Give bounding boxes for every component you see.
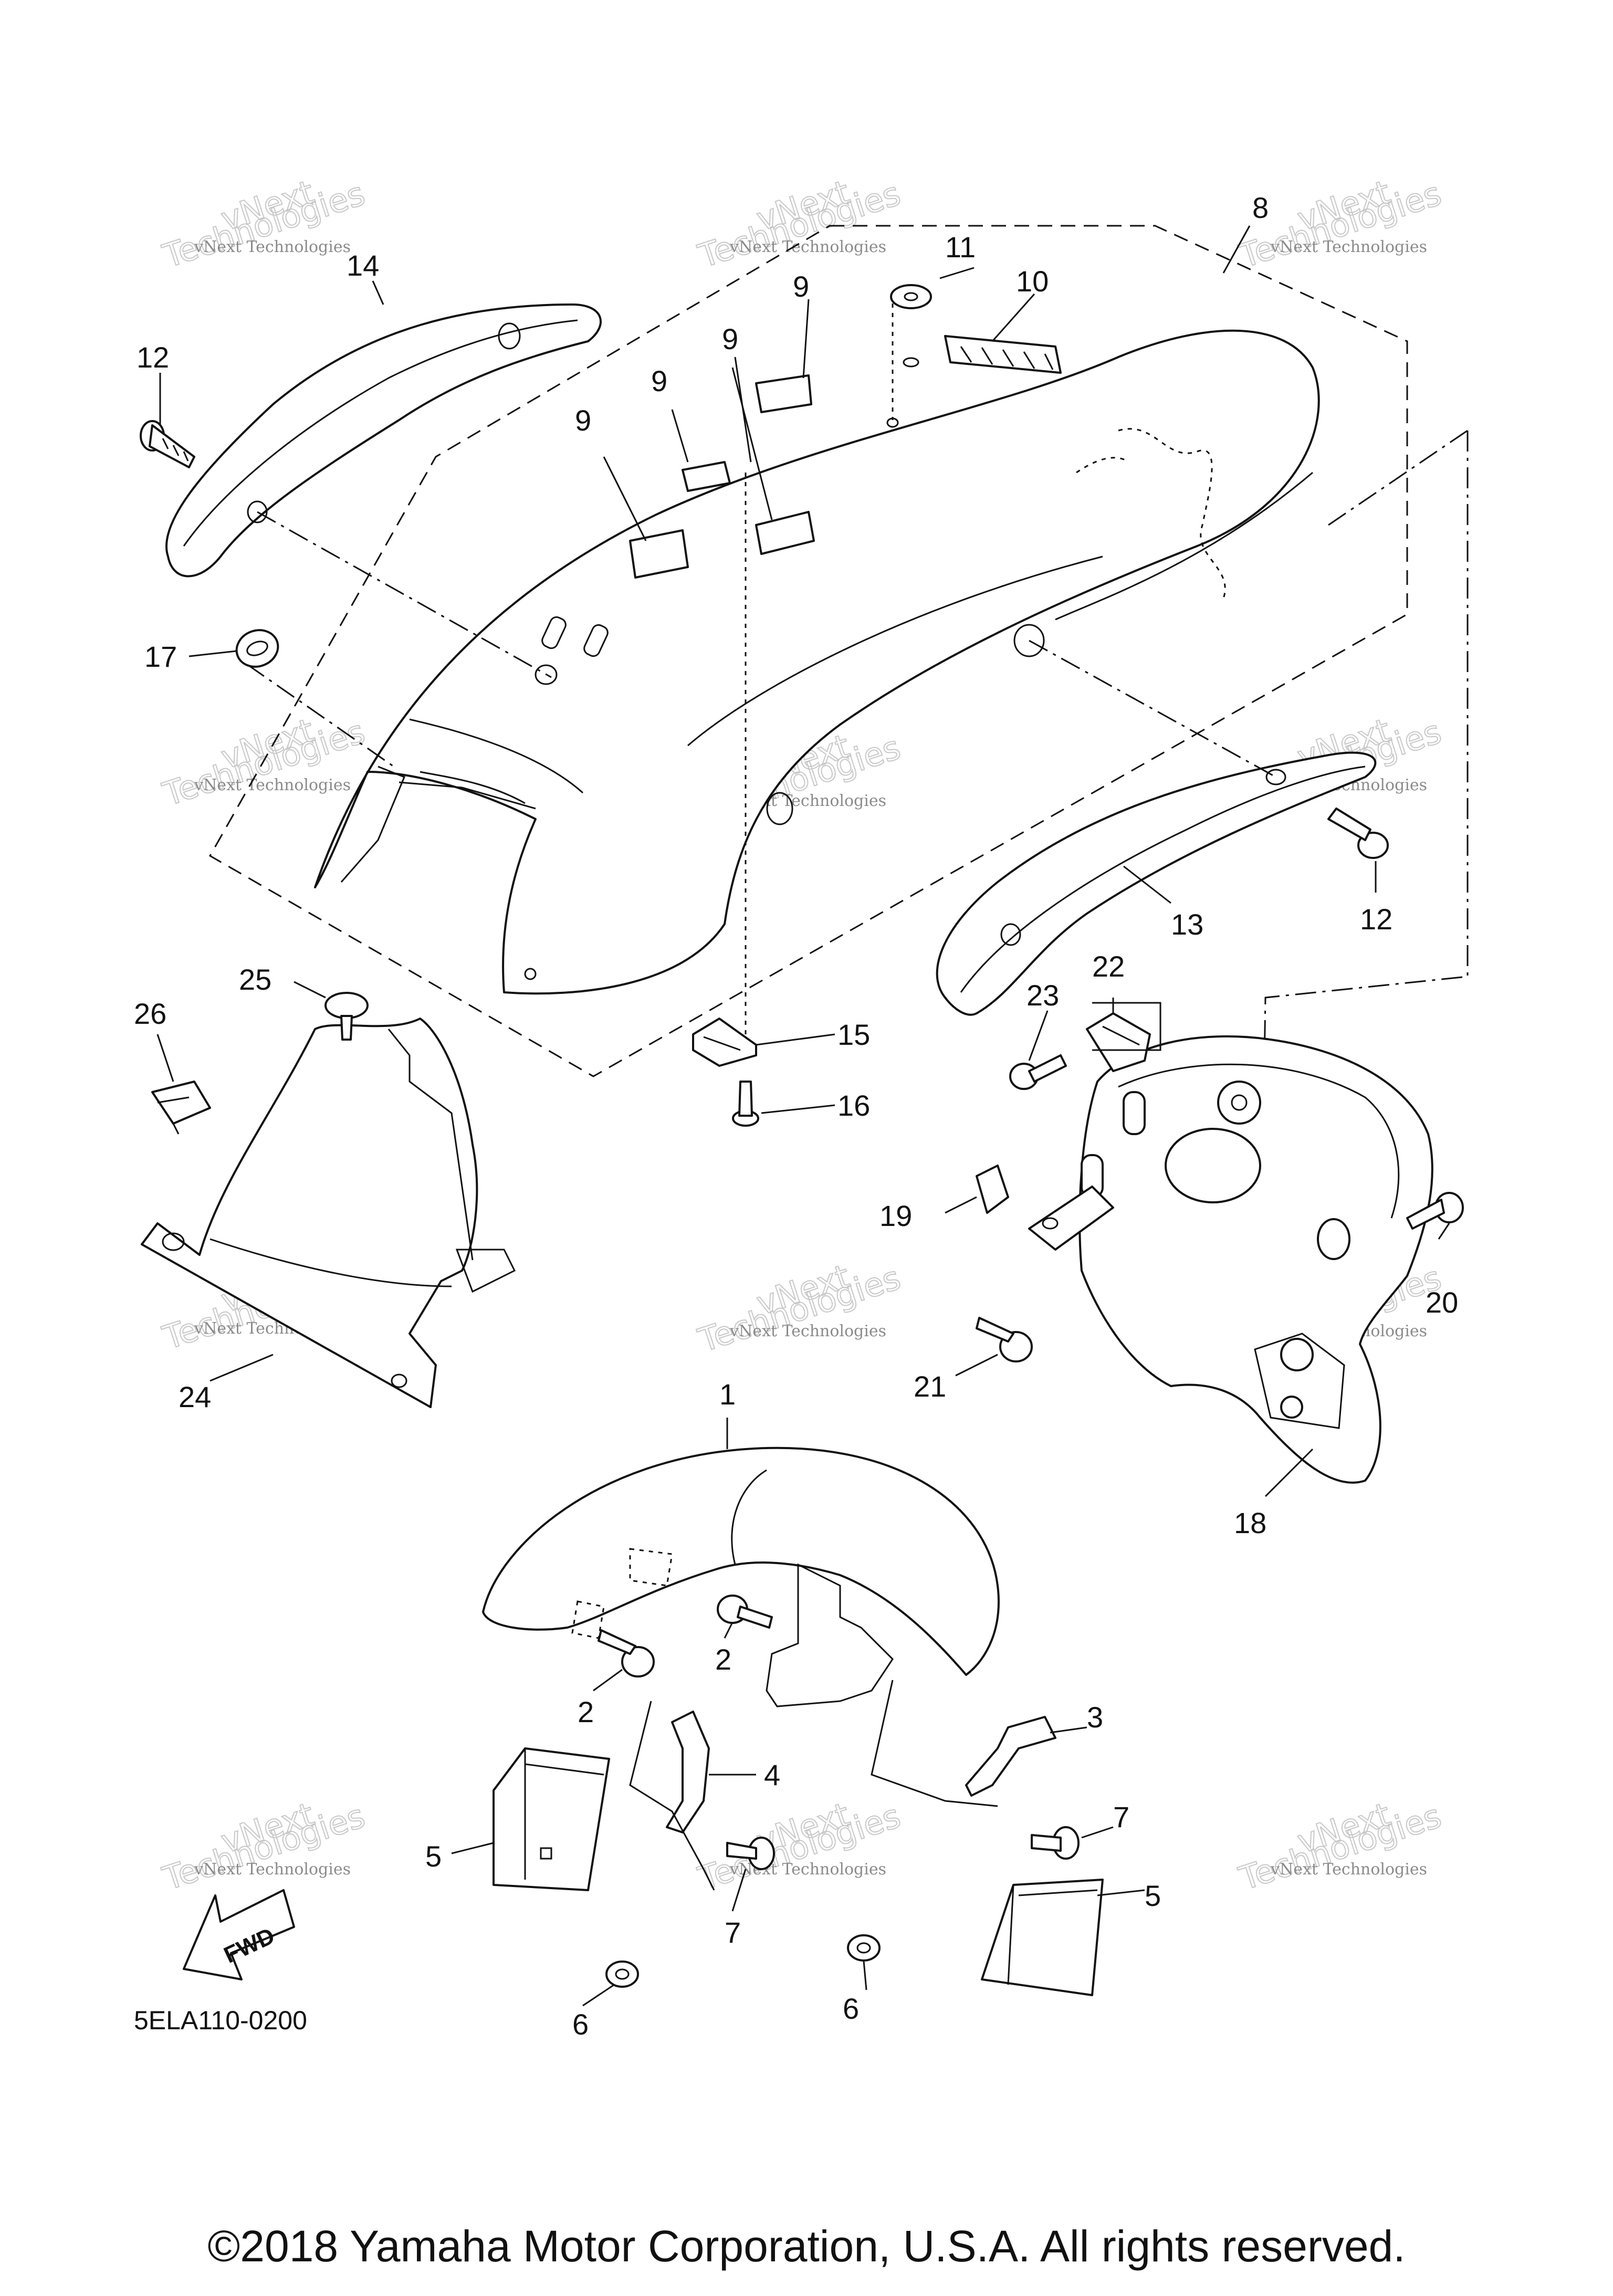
alignment-line xyxy=(246,663,394,768)
reflector-bracket xyxy=(965,1716,1056,1797)
cable-clamp xyxy=(1086,1012,1151,1072)
parts-diagram: vNext Technologies vNext Technologies vN… xyxy=(134,172,1469,2041)
caution-label xyxy=(755,374,812,413)
screw xyxy=(1009,1054,1067,1090)
screw xyxy=(1406,1192,1464,1230)
svg-text:vNext Technologies: vNext Technologies xyxy=(1270,1860,1427,1879)
callout-9: 9 xyxy=(575,404,591,437)
reflector xyxy=(981,1879,1104,1996)
front-fender xyxy=(482,1446,1000,1707)
emblem-decal xyxy=(944,335,1062,374)
callout-25: 25 xyxy=(239,963,271,996)
watermark: vNext Technologies vNext Technologies xyxy=(158,1795,370,1899)
watermark: vNext Technologies vNext Technologies xyxy=(158,172,370,276)
reflector xyxy=(493,1747,610,1891)
callout-9: 9 xyxy=(722,322,738,355)
callout-12: 12 xyxy=(137,341,169,374)
callout-labels: 1 2 2 3 4 5 5 6 6 7 7 8 9 9 9 9 10 11 12… xyxy=(134,191,1458,2041)
callout-8: 8 xyxy=(1252,191,1269,224)
reflector-bracket xyxy=(666,1711,710,1833)
rear-fender xyxy=(314,329,1320,995)
alignment-line xyxy=(257,511,552,678)
washer-screw xyxy=(726,1837,775,1870)
callout-23: 23 xyxy=(1027,979,1059,1012)
leader-lines xyxy=(156,225,1450,2007)
tail-light-assembly xyxy=(1078,1035,1433,1484)
rivet xyxy=(324,992,369,1041)
svg-text:vNext Technologies: vNext Technologies xyxy=(729,238,886,256)
callout-4: 4 xyxy=(764,1758,780,1791)
callout-5: 5 xyxy=(1145,1879,1161,1912)
nut-clip xyxy=(151,1081,211,1135)
callout-15: 15 xyxy=(837,1018,870,1051)
grommet xyxy=(235,629,279,668)
nut xyxy=(847,1934,881,1962)
callout-2: 2 xyxy=(578,1695,594,1728)
svg-text:vNext Technologies: vNext Technologies xyxy=(194,1860,351,1879)
bracket xyxy=(1028,1186,1114,1251)
callout-26: 26 xyxy=(134,997,166,1030)
callout-24: 24 xyxy=(179,1380,211,1413)
nut xyxy=(605,1960,639,1988)
bolt xyxy=(717,1595,773,1629)
wire-guide xyxy=(1092,1002,1161,1051)
svg-text:vNext Technologies: vNext Technologies xyxy=(1270,238,1427,256)
callout-21: 21 xyxy=(914,1370,946,1403)
callout-9: 9 xyxy=(793,270,809,303)
washer-screw xyxy=(1031,1826,1080,1860)
callout-10: 10 xyxy=(1016,265,1049,298)
alignment-line xyxy=(1328,429,1468,526)
rear-fender-group-boundary xyxy=(208,225,1408,1077)
right-grab-rail xyxy=(936,751,1377,1016)
callout-18: 18 xyxy=(1234,1506,1266,1539)
svg-text:vNext Technologies: vNext Technologies xyxy=(194,776,351,794)
callout-9: 9 xyxy=(651,364,667,397)
bolt xyxy=(1327,808,1389,859)
callout-16: 16 xyxy=(837,1089,870,1122)
bolt xyxy=(140,420,195,468)
caution-label xyxy=(629,529,689,579)
svg-text:vNext Technologies: vNext Technologies xyxy=(194,238,351,256)
alignment-line xyxy=(1029,639,1276,778)
callout-3: 3 xyxy=(1087,1701,1103,1734)
callout-1: 1 xyxy=(719,1378,736,1411)
inner-fender-flap xyxy=(141,1018,516,1408)
callout-6: 6 xyxy=(843,1992,859,2025)
callout-20: 20 xyxy=(1426,1286,1458,1319)
watermark: vNext Technologies vNext Technologies xyxy=(693,1795,905,1899)
callout-5: 5 xyxy=(425,1840,442,1873)
screw xyxy=(732,1081,759,1127)
callout-7: 7 xyxy=(725,1916,741,1949)
callout-11: 11 xyxy=(945,230,976,264)
clip xyxy=(976,1165,1009,1214)
watermark: vNext Technologies vNext Technologies xyxy=(693,172,905,276)
callout-19: 19 xyxy=(879,1199,912,1232)
bracket-outline xyxy=(629,1680,998,1891)
copyright-notice: ©2018 Yamaha Motor Corporation, U.S.A. A… xyxy=(207,2221,1406,2271)
callout-2: 2 xyxy=(715,1643,731,1676)
bolt xyxy=(598,1629,655,1678)
left-grab-rail xyxy=(165,303,602,578)
bolt xyxy=(976,1317,1033,1362)
callout-14: 14 xyxy=(347,249,379,282)
watermark: vNext Technologies vNext Technologies xyxy=(693,1256,905,1360)
callout-6: 6 xyxy=(572,2008,589,2041)
callout-12: 12 xyxy=(1360,903,1392,936)
callout-7: 7 xyxy=(1113,1800,1129,1833)
callout-22: 22 xyxy=(1092,950,1125,983)
caution-label xyxy=(755,511,815,555)
callout-13: 13 xyxy=(1171,908,1203,941)
watermark: vNext Technologies vNext Technologies xyxy=(1234,1795,1446,1899)
diagram-reference-code: 5ELA110-0200 xyxy=(134,2006,307,2035)
forward-direction-arrow: FWD xyxy=(183,1889,295,1980)
callout-17: 17 xyxy=(144,640,177,673)
svg-text:vNext Technologies: vNext Technologies xyxy=(729,1322,886,1340)
caution-label xyxy=(682,461,731,492)
clamp xyxy=(692,1018,757,1067)
washer xyxy=(890,284,932,309)
